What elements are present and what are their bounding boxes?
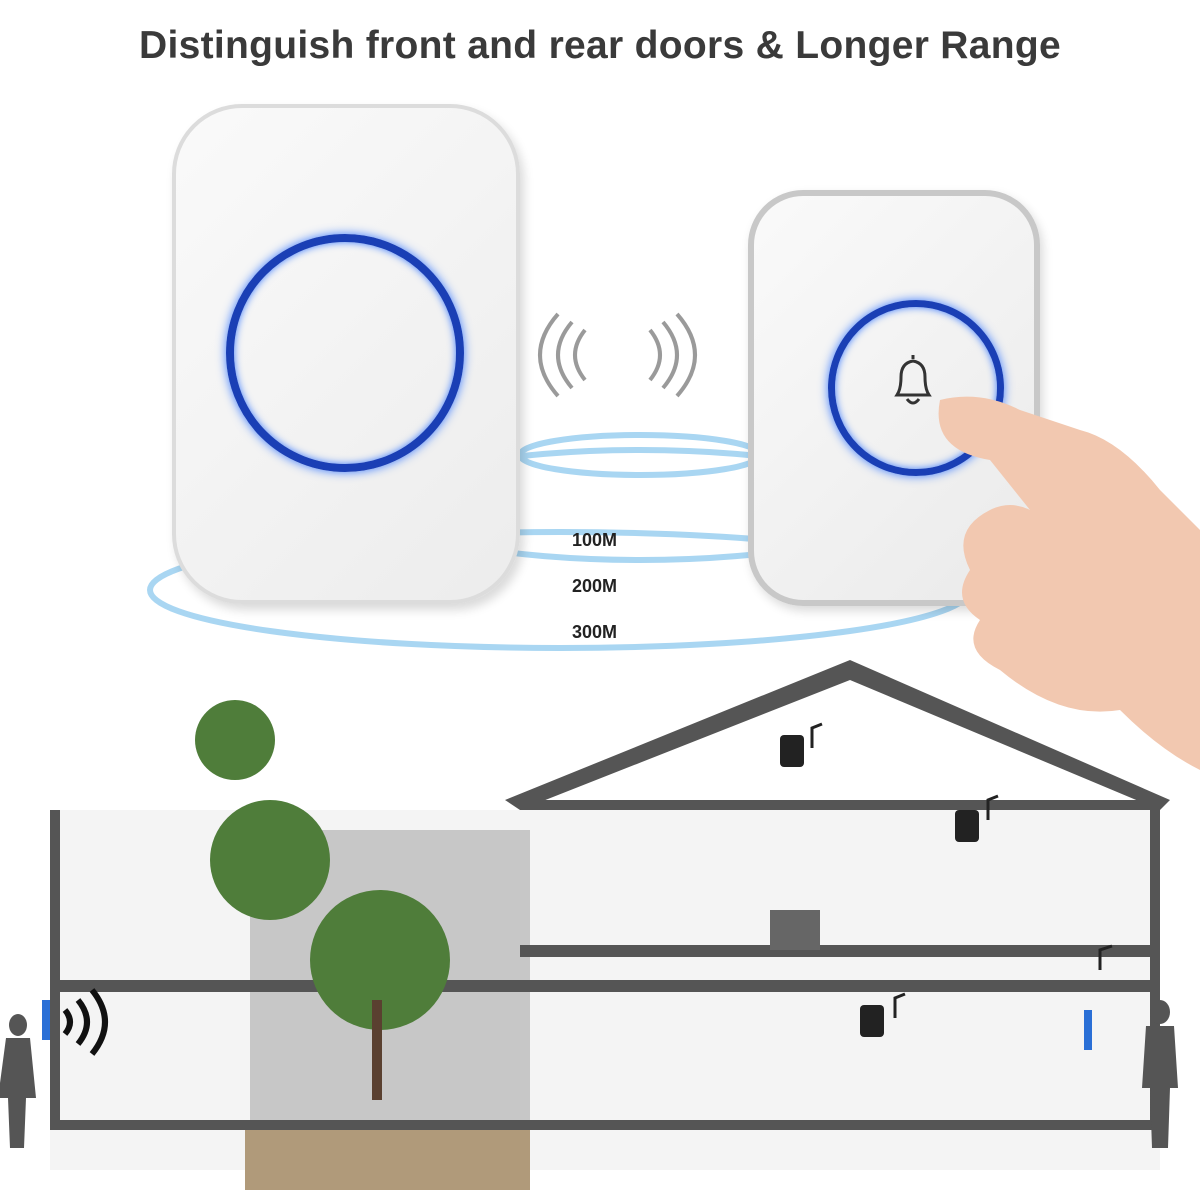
person-silhouette	[0, 1000, 1178, 1148]
sound-wave-icon	[62, 988, 108, 1056]
range-label-100m: 100M	[572, 530, 618, 550]
house-cross-section	[0, 660, 1178, 1190]
music-note-icon	[810, 722, 1113, 1018]
receiver-mini-icon	[780, 735, 979, 1037]
button-light-ring	[828, 300, 1004, 476]
bell-icon	[894, 355, 932, 405]
receiver-light-ring	[226, 234, 464, 472]
wireless-signal-icon	[538, 312, 697, 398]
range-label-300m: 300M	[572, 622, 618, 642]
range-label-200m: 200M	[572, 576, 618, 596]
headline: Distinguish front and rear doors & Longe…	[139, 24, 1061, 67]
doorbell-receiver	[172, 104, 520, 604]
